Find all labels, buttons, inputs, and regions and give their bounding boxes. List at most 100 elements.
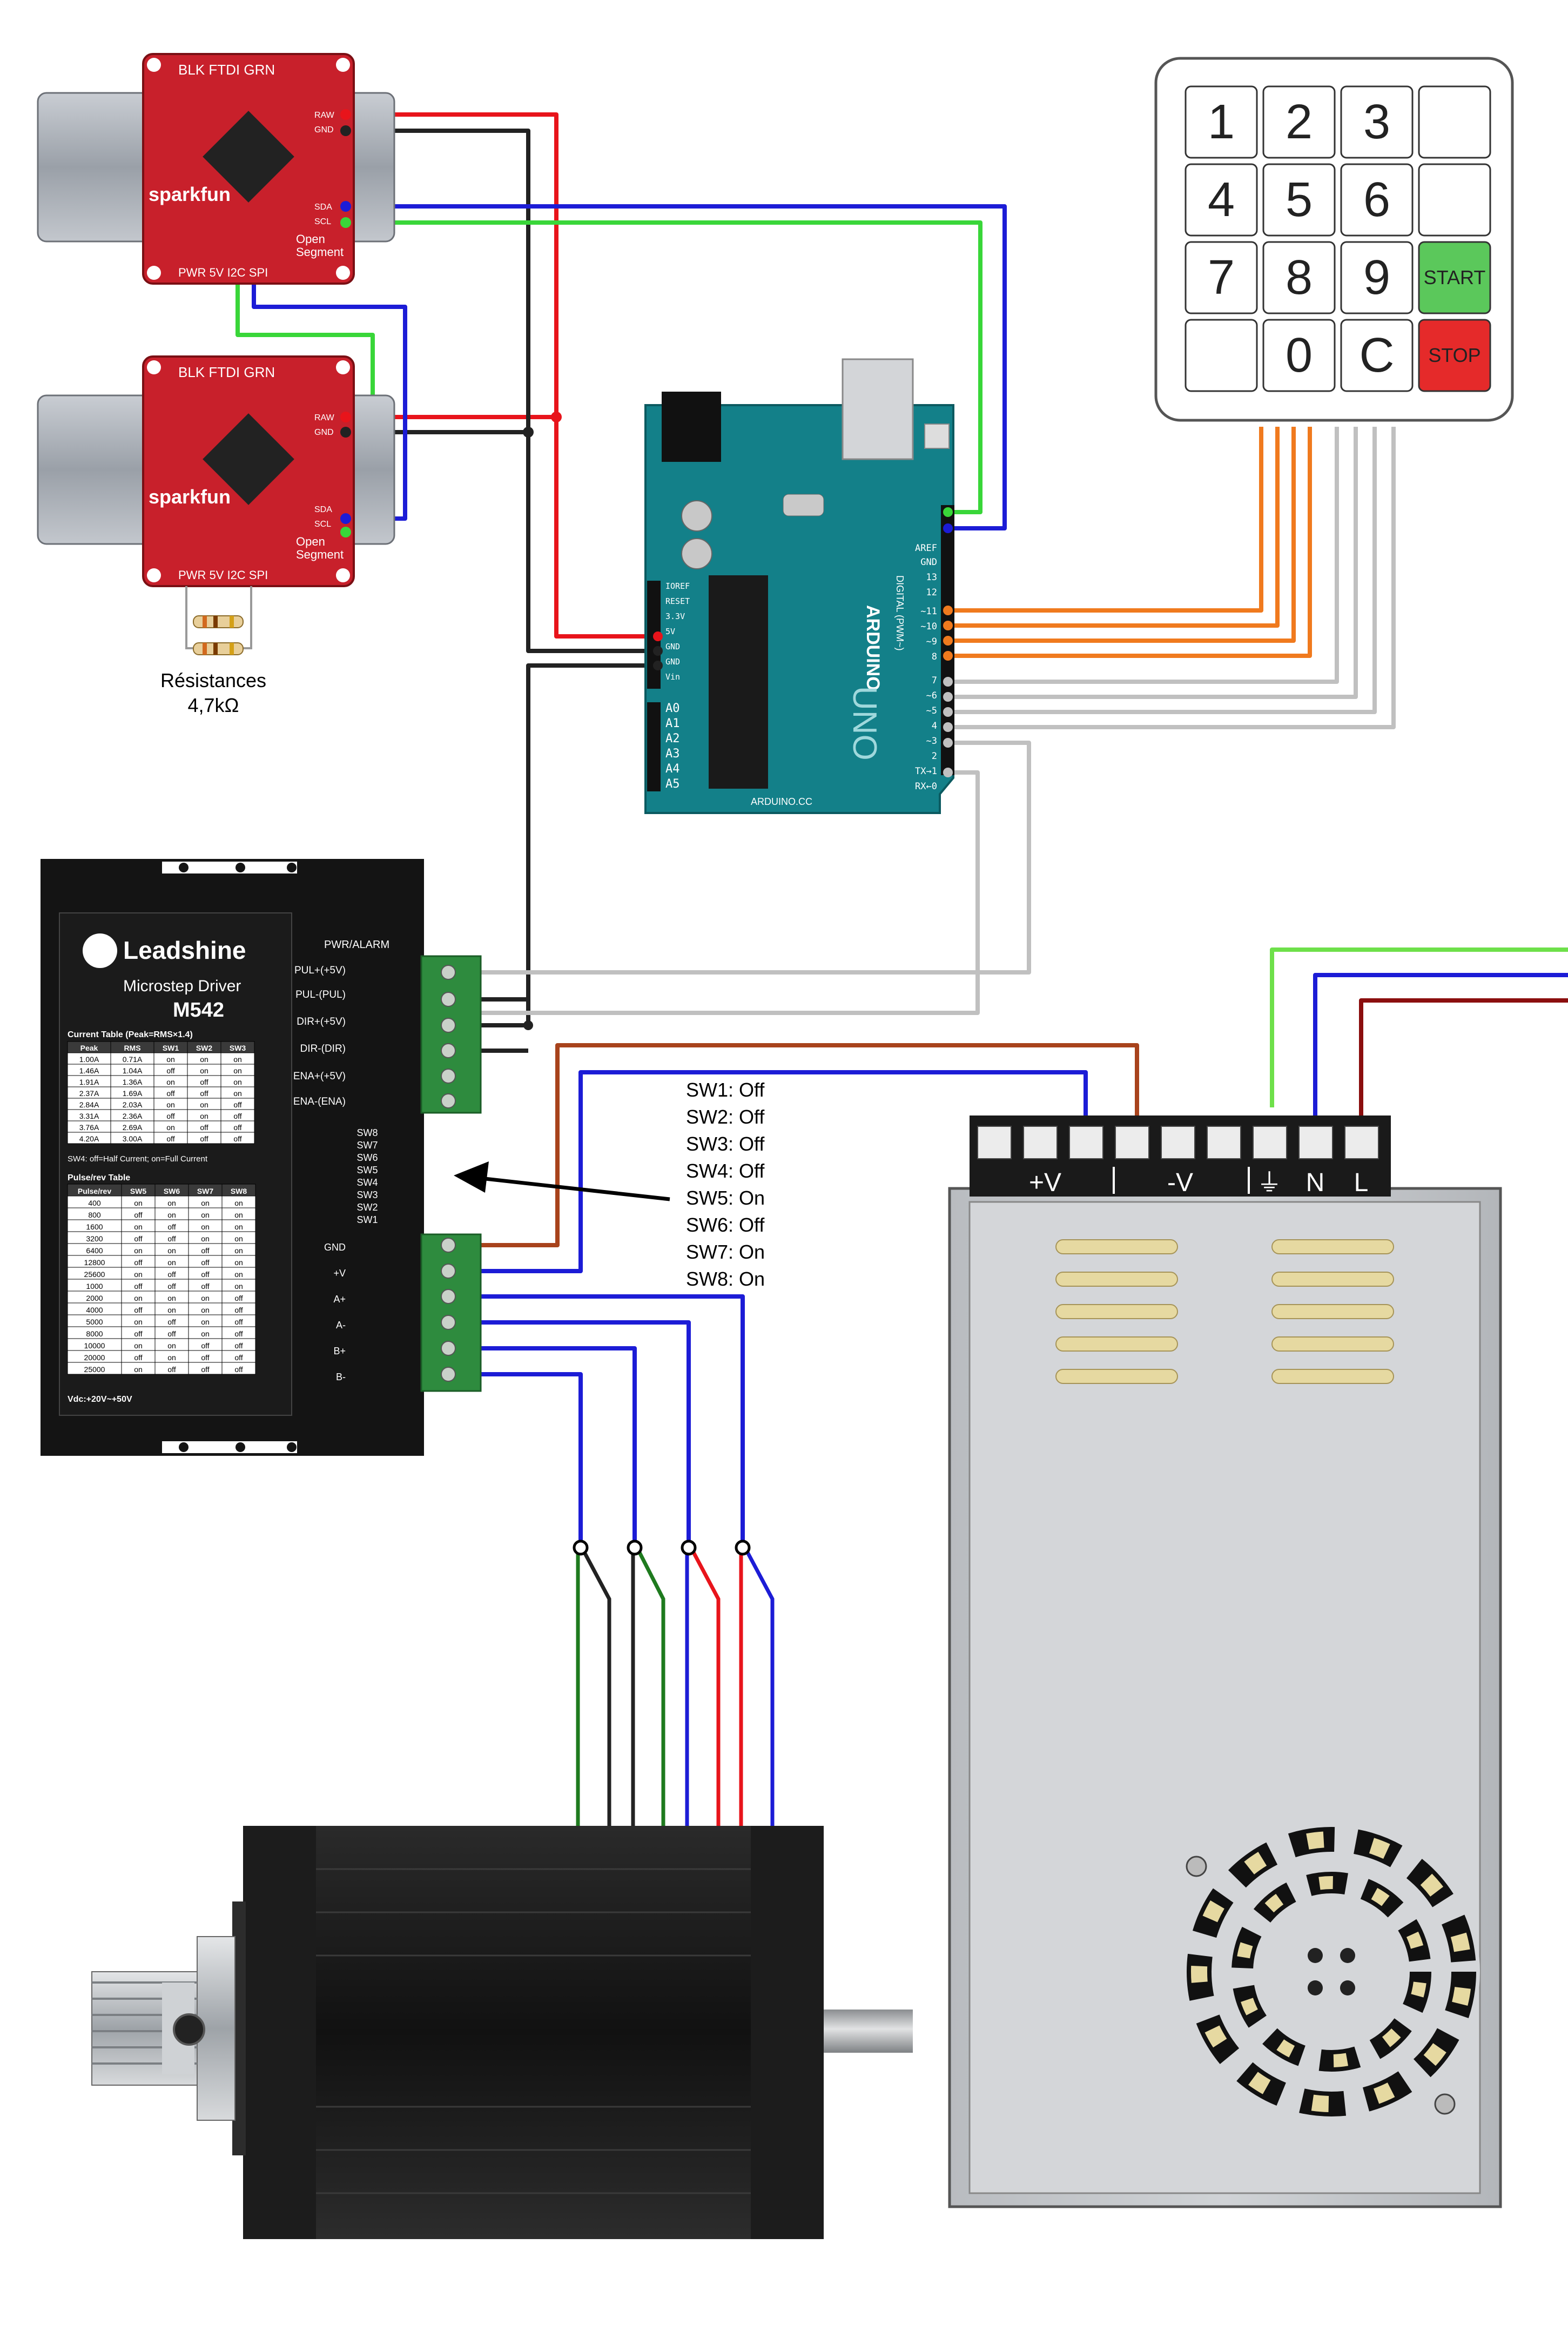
- svg-text:8: 8: [932, 651, 937, 662]
- table-cell-text: 1.36A: [123, 1078, 143, 1086]
- wire-black-gnd-driver: [475, 663, 658, 1027]
- table-cell-text: 2.03A: [123, 1100, 143, 1109]
- wire-blue-vplus: [475, 1070, 1088, 1273]
- keypad-key: [1262, 241, 1336, 314]
- table-cell-text: on: [134, 1341, 143, 1350]
- table-cell-text: SW3: [230, 1044, 246, 1052]
- table-cell-text: 3.76A: [79, 1123, 99, 1132]
- psu-label-n: N: [1306, 1168, 1325, 1197]
- svg-text:~9: ~9: [926, 636, 937, 647]
- keypad-key-label: 9: [1363, 251, 1390, 305]
- table-cell-text: 800: [88, 1211, 101, 1219]
- svg-text:SW7: SW7: [356, 1140, 378, 1151]
- wire-gray-3: [951, 427, 1377, 714]
- keypad-key-label: 0: [1286, 328, 1313, 382]
- keypad-key-label: C: [1360, 328, 1395, 382]
- table-cell-text: on: [200, 1100, 208, 1109]
- arduino-board: [644, 404, 954, 814]
- table-cell-text: on: [233, 1066, 242, 1075]
- table-cell-text: Pulse/rev: [78, 1187, 111, 1195]
- psu-vents: [1055, 1239, 1394, 1384]
- resistor-1: [193, 615, 244, 628]
- keypad-key: [1418, 241, 1491, 314]
- table-cell-text: off: [134, 1306, 142, 1314]
- svg-text:DIR-(DIR): DIR-(DIR): [300, 1043, 346, 1054]
- table-cell-text: on: [234, 1234, 243, 1243]
- current-note: SW4: off=Half Current; on=Full Current: [68, 1154, 208, 1164]
- svg-text:RAW: RAW: [314, 111, 335, 120]
- table-cell-text: off: [134, 1234, 142, 1243]
- svg-text:~3: ~3: [926, 736, 937, 747]
- current-table-title: Current Table (Peak=RMS×1.4): [68, 1030, 193, 1039]
- table-cell-text: off: [166, 1134, 174, 1143]
- sw7-setting: SW7: On: [686, 1241, 765, 1263]
- keypad-key-label: 7: [1208, 251, 1235, 305]
- table-cell-text: 1.69A: [123, 1089, 143, 1098]
- keypad-key-label: START: [1424, 266, 1486, 288]
- table-cell-text: off: [200, 1089, 208, 1098]
- svg-text:SCL: SCL: [314, 520, 331, 529]
- wires: [235, 112, 1568, 1548]
- wire-red-5v: [346, 112, 658, 639]
- svg-text:PUL+(+5V): PUL+(+5V): [294, 965, 346, 976]
- table-cell-text: SW2: [196, 1044, 213, 1052]
- svg-text:A2: A2: [665, 732, 680, 745]
- table-cell-text: 20000: [84, 1353, 105, 1362]
- svg-text:A1: A1: [665, 717, 680, 730]
- keypad-key: [1185, 319, 1258, 392]
- svg-text:~11: ~11: [920, 606, 937, 617]
- table-cell-text: 3200: [86, 1234, 103, 1243]
- table-cell-text: off: [234, 1353, 243, 1362]
- motor-leads: [576, 1549, 775, 1826]
- table-cell-text: off: [134, 1282, 142, 1291]
- sw8-setting: SW8: On: [686, 1268, 765, 1290]
- svg-text:SCL: SCL: [314, 217, 331, 226]
- table-cell-text: off: [166, 1089, 174, 1098]
- svg-text:PUL-(PUL): PUL-(PUL): [295, 989, 346, 1000]
- svg-text:7: 7: [932, 675, 937, 686]
- driver-power-pin-labels: GND +V A+ A- B+ B-: [324, 1242, 346, 1382]
- sw2-setting: SW2: Off: [686, 1106, 765, 1128]
- table-cell-text: off: [201, 1258, 209, 1267]
- svg-text:GND: GND: [324, 1242, 346, 1253]
- table-cell-text: on: [166, 1055, 175, 1064]
- table-cell-text: on: [134, 1246, 143, 1255]
- table-cell-text: SW6: [164, 1187, 180, 1195]
- table-cell-text: off: [167, 1365, 176, 1374]
- table-cell-text: off: [166, 1066, 174, 1075]
- keypad-key: [1340, 163, 1414, 237]
- table-cell-text: on: [134, 1365, 143, 1374]
- leadshine-logo-icon: [83, 933, 117, 968]
- keypad-key: [1185, 241, 1258, 314]
- pullup-resistors: Résistances 4,7kΩ: [160, 586, 266, 716]
- table-cell-text: on: [233, 1089, 242, 1098]
- table-cell-text: off: [234, 1341, 243, 1350]
- driver-title: Microstep Driver: [123, 977, 241, 995]
- table-cell-text: 2.84A: [79, 1100, 99, 1109]
- sw6-setting: SW6: Off: [686, 1214, 765, 1236]
- psu-label-l: L: [1354, 1168, 1369, 1197]
- keypad-key: [1185, 85, 1258, 159]
- wire-motor-a-minus: [475, 1320, 691, 1548]
- pulse-table-title: Pulse/rev Table: [68, 1173, 130, 1182]
- wire-orange-2: [951, 427, 1280, 628]
- wire-brown-gnd: [475, 1043, 1139, 1247]
- table-cell-text: off: [234, 1294, 243, 1302]
- pointer-arrow: [454, 1161, 670, 1201]
- svg-text:SW2: SW2: [356, 1202, 378, 1213]
- svg-text:Vin: Vin: [665, 672, 680, 682]
- table-cell-text: 10000: [84, 1341, 105, 1350]
- resistor-label-line1: Résistances: [160, 669, 266, 691]
- table-cell-text: on: [201, 1306, 210, 1314]
- sparkfun-brand-1: sparkfun: [149, 183, 231, 205]
- motor-lead-junctions: [573, 1540, 751, 1556]
- svg-text:A5: A5: [665, 777, 680, 791]
- power-terminal-block: [420, 1233, 482, 1392]
- keypad-key: [1418, 319, 1491, 392]
- wire-darkred-line: [1359, 998, 1568, 1115]
- table-cell-text: off: [233, 1123, 241, 1132]
- table-cell-text: off: [200, 1123, 208, 1132]
- motor-body: [313, 1826, 751, 2239]
